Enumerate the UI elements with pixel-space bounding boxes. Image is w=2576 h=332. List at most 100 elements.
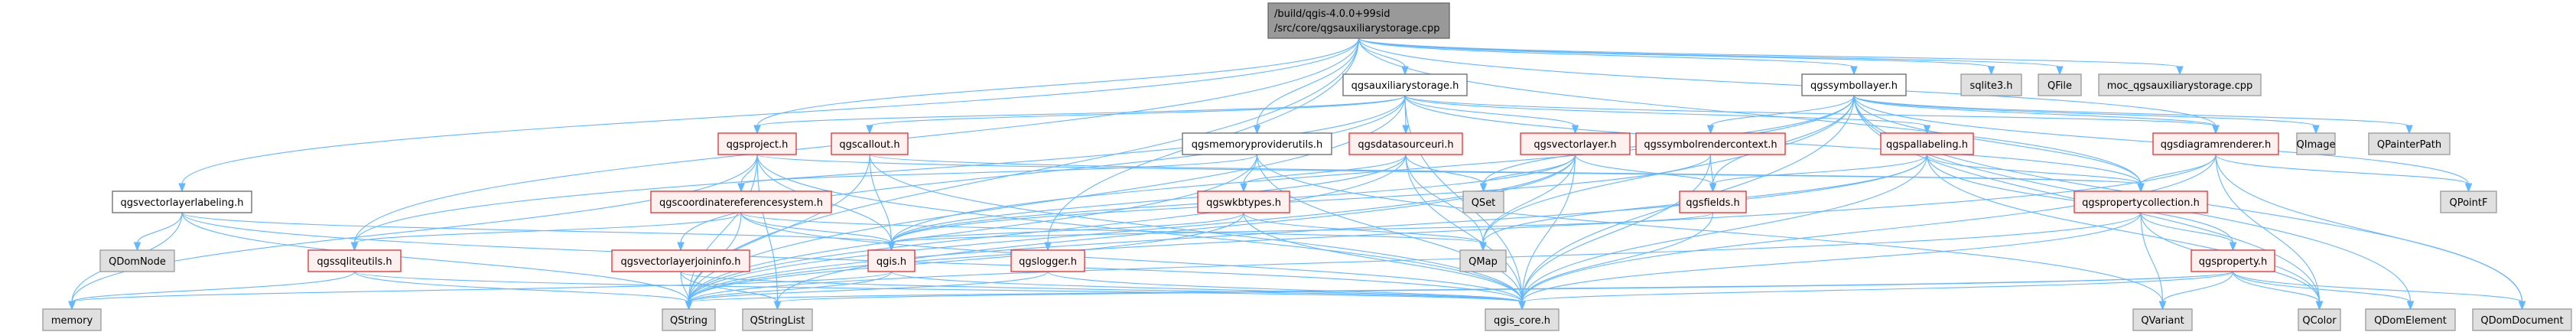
node-qstring[interactable]: QString (662, 308, 716, 331)
node-qgsvectorlayerjoininfo-h[interactable]: qgsvectorlayerjoininfo.h (611, 249, 750, 272)
edge-qgsproperty_h-to-QStringList (773, 271, 2234, 311)
node-qgsproperty-h[interactable]: qgsproperty.h (2191, 249, 2275, 272)
edge-qgsmemoryproviderutils_h-to-qgscoordinatereferencesystem_h (737, 154, 1258, 193)
node-qpainterpath[interactable]: QPainterPath (2368, 132, 2451, 155)
edge-qgsproperty_h-to-QVariant (2158, 271, 2234, 311)
node-label: QStringList (750, 315, 805, 327)
node-label: qgswkbtypes.h (1206, 197, 1281, 209)
node-label: qgsvectorlayerlabeling.h (120, 197, 243, 209)
node-label: qgscoordinatereferencesystem.h (659, 197, 823, 209)
node-qgsfields-h[interactable]: qgsfields.h (1679, 190, 1747, 213)
edge-qgssymbolrendercontext_h-to-qgis_h (887, 154, 1712, 252)
edge-qgspallabeling_h-to-qgsfields_h (1709, 154, 1928, 193)
edge-qgssqliteutils_h-to-QString (353, 271, 693, 311)
node-label: QImage (2297, 139, 2336, 151)
node-qgsauxiliarystorage-h[interactable]: qgsauxiliarystorage.h (1342, 73, 1468, 96)
edge-root-to-sqlite3_h (1358, 37, 1995, 76)
node-label: qgis.h (877, 256, 906, 268)
node-qstringlist[interactable]: QStringList (742, 308, 813, 331)
node-label: memory (51, 315, 93, 327)
node-label: QDomDocument (2480, 315, 2563, 327)
node-qset[interactable]: QSet (1462, 190, 1504, 213)
edge-qgsauxiliarystorage_h-to-qgscallout_h (866, 95, 1406, 135)
node-label: qgsauxiliarystorage.h (1351, 80, 1459, 92)
node-qfile[interactable]: QFile (2038, 73, 2082, 96)
node-label: QFile (2047, 80, 2072, 92)
node-label: QPointF (2450, 197, 2488, 209)
node-label: qgsvectorlayer.h (1534, 139, 1616, 151)
node-label: QPainterPath (2377, 139, 2441, 151)
nodes-layer: /build/qgis-4.0.0+99sid /src/core/qgsaux… (42, 2, 2572, 331)
node-qgsdiagramrenderer-h[interactable]: qgsdiagramrenderer.h (2152, 132, 2279, 155)
edge-qgsdatasourceuri_h-to-qgis_h (887, 154, 1407, 252)
node-sqlite3-h[interactable]: sqlite3.h (1960, 73, 2022, 96)
edge-qgssymbollayer_h-to-qgssymbolrendercontext_h (1706, 95, 1855, 135)
node-qvariant[interactable]: QVariant (2132, 308, 2193, 331)
node-qdomelement[interactable]: QDomElement (2365, 308, 2456, 331)
node-qmap[interactable]: QMap (1459, 249, 1507, 272)
edge-qgsfields_h-to-qgis_h (887, 212, 1714, 252)
node-qgspallabeling-h[interactable]: qgspallabeling.h (1880, 132, 1974, 155)
edge-qgssymbollayer_h-to-qgsdiagramrenderer_h (1853, 95, 2220, 135)
node-qgssymbollayer-h[interactable]: qgssymbollayer.h (1801, 73, 1907, 96)
node-label: qgssymbollayer.h (1810, 80, 1898, 92)
edge-qgsdiagramrenderer_h-to-QPointF (2215, 154, 2473, 193)
node-qgspropertycollection-h[interactable]: qgspropertycollection.h (2073, 190, 2208, 213)
node-qgslogger-h[interactable]: qgslogger.h (1010, 249, 1085, 272)
node-qgscallout-h[interactable]: qgscallout.h (831, 132, 909, 155)
node-label: qgssqliteutils.h (317, 256, 392, 268)
edge-qgsauxiliarystorage_h-to-qgspallabeling_h (1404, 95, 1931, 135)
node-qgsvectorlayer-h[interactable]: qgsvectorlayer.h (1520, 132, 1631, 155)
node-label: QDomNode (109, 256, 166, 268)
edge-qgspropertycollection_h-to-qgsproperty_h (2140, 212, 2237, 252)
node-label: qgspallabeling.h (1886, 139, 1968, 151)
node-qgsmemoryproviderutils-h[interactable]: qgsmemoryproviderutils.h (1182, 132, 1332, 155)
edge-qgssymbollayer_h-to-QImage (1853, 95, 2320, 135)
node-label: QColor (2302, 315, 2337, 327)
node-qgswkbtypes-h[interactable]: qgswkbtypes.h (1197, 190, 1290, 213)
edge-root-to-qgsvectorlayerlabeling_h (178, 37, 1360, 193)
edge-qgsproperty_h-to-QColor (2232, 271, 2324, 311)
edge-qgsauxiliarystorage_h-to-qgsdiagramrenderer_h (1404, 95, 2220, 135)
node-label: qgscallout.h (839, 139, 899, 151)
node-qcolor[interactable]: QColor (2298, 308, 2341, 331)
node-label: moc_qgsauxiliarystorage.cpp (2107, 80, 2252, 92)
edge-qgsdatasourceuri_h-to-qgswkbtypes_h (1240, 154, 1407, 193)
edge-qgssymbollayer_h-to-QPainterPath (1853, 95, 2413, 135)
node-label: qgsproject.h (727, 139, 789, 151)
node-qgis-core-h[interactable]: qgis_core.h (1485, 308, 1560, 331)
node-label: qgspropertycollection.h (2082, 197, 2200, 209)
root-label-line2: /src/core/qgsauxiliarystorage.cpp (1274, 23, 1439, 34)
node-moc[interactable]: moc_qgsauxiliarystorage.cpp (2098, 73, 2262, 96)
node-label: QString (670, 315, 707, 327)
node-qgssqliteutils-h[interactable]: qgssqliteutils.h (307, 249, 402, 272)
node-qgscoordinatereferencesystem-h[interactable]: qgscoordinatereferencesystem.h (650, 190, 832, 213)
root-node[interactable]: /build/qgis-4.0.0+99sid /src/core/qgsaux… (1267, 2, 1450, 39)
node-qgssymbolrendercontext-h[interactable]: qgssymbolrendercontext.h (1635, 132, 1786, 155)
node-qgsproject-h[interactable]: qgsproject.h (717, 132, 797, 155)
node-qpointf[interactable]: QPointF (2440, 190, 2497, 213)
node-label: qgsmemoryproviderutils.h (1192, 139, 1322, 151)
root-label-line1: /build/qgis-4.0.0+99sid (1274, 8, 1390, 20)
node-memory[interactable]: memory (42, 308, 102, 331)
node-qdomdocument[interactable]: QDomDocument (2472, 308, 2572, 331)
node-qimage[interactable]: QImage (2296, 132, 2336, 155)
edge-root-to-qgspropertycollection_h (1358, 37, 2145, 193)
edge-qgis_h-to-memory (68, 271, 893, 311)
edge-root-to-qgssymbollayer_h (1358, 37, 1858, 76)
edge-root-to-qgsmemoryproviderutils_h (1253, 37, 1360, 135)
node-label: qgsproperty.h (2199, 256, 2267, 268)
edge-root-to-QFile (1358, 37, 2064, 76)
edge-qgsauxiliarystorage_h-to-qgsproject_h (753, 95, 1406, 135)
node-qgsdatasourceuri-h[interactable]: qgsdatasourceuri.h (1348, 132, 1463, 155)
edge-qgsauxiliarystorage_h-to-qgsvectorlayerjoininfo_h (677, 95, 1406, 252)
node-label: QVariant (2141, 315, 2184, 327)
edge-qgsproperty_h-to-QDomElement (2232, 271, 2415, 311)
node-qdomnode[interactable]: QDomNode (99, 249, 175, 272)
edge-qgsproperty_h-to-QDomDocument (2232, 271, 2526, 311)
node-qgsvectorlayerlabeling-h[interactable]: qgsvectorlayerlabeling.h (112, 190, 252, 213)
node-qgis-h[interactable]: qgis.h (867, 249, 916, 272)
node-label: qgis_core.h (1494, 315, 1550, 327)
edge-qgsproperty_h-to-qgis_core_h (1518, 271, 2234, 311)
